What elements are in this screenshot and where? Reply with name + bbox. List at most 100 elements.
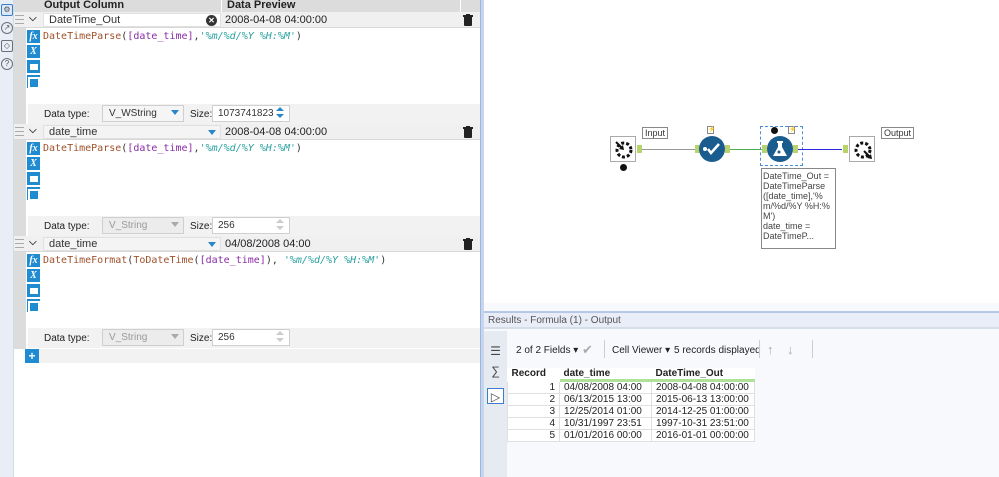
- checkmark-icon[interactable]: ✔: [582, 342, 593, 357]
- output-column-input[interactable]: DateTime_Out ✕: [43, 13, 221, 27]
- output-anchor[interactable]: [637, 145, 642, 153]
- size-input[interactable]: 1073741823: [212, 105, 290, 122]
- tag-view-icon[interactable]: ▷: [487, 388, 504, 404]
- date-time-cell[interactable]: 12/25/2014 01:00: [559, 405, 652, 418]
- output-anchor[interactable]: [725, 145, 730, 153]
- results-title-bar: Results - Formula (1) - Output: [484, 311, 999, 329]
- function-icon[interactable]: fx: [27, 30, 40, 43]
- sigma-icon[interactable]: ∑: [491, 364, 500, 378]
- expression-tools: fx X: [27, 254, 40, 314]
- chevron-down-icon[interactable]: ⌵: [29, 237, 37, 248]
- open-folder-icon[interactable]: [27, 60, 40, 73]
- row-gutter: [14, 12, 26, 349]
- spin-down-icon[interactable]: [276, 114, 284, 118]
- input-anchor[interactable]: [695, 145, 700, 153]
- trash-icon[interactable]: [463, 238, 473, 250]
- fields-dropdown[interactable]: 2 of 2 Fields ▾: [516, 345, 579, 356]
- date-time-cell[interactable]: 10/31/1997 23:51: [559, 417, 652, 430]
- date-time-cell[interactable]: 04/08/2008 04:00: [559, 380, 652, 394]
- clear-icon[interactable]: ✕: [206, 15, 217, 26]
- results-toolbar: 2 of 2 Fields ▾ ✔ Cell Viewer ▾ 5 record…: [507, 331, 999, 369]
- table-row[interactable]: 4 10/31/1997 23:51 1997-10-31 23:51:00: [507, 417, 755, 430]
- records-count: 5 records displayed: [674, 345, 761, 356]
- datetime-out-cell[interactable]: 2016-01-01 00:00:00: [651, 429, 755, 442]
- arrow-down-icon[interactable]: ↓: [787, 342, 794, 357]
- data-type-label: Data type:: [44, 109, 90, 120]
- spin-up-icon: [276, 331, 284, 335]
- open-folder-icon[interactable]: [27, 284, 40, 297]
- trash-icon[interactable]: [463, 126, 473, 138]
- datetime-out-cell[interactable]: 1997-10-31 23:51:00: [651, 417, 755, 430]
- input-anchor[interactable]: [762, 145, 767, 153]
- variable-icon[interactable]: X: [27, 157, 40, 170]
- column-header-record[interactable]: Record: [507, 368, 560, 382]
- table-view-icon[interactable]: ☰: [490, 344, 501, 358]
- connection-line[interactable]: [798, 149, 842, 150]
- record-cell: 4: [507, 417, 560, 430]
- tag-icon[interactable]: ◇: [1, 40, 13, 52]
- date-time-cell[interactable]: 06/13/2015 13:00: [559, 393, 652, 406]
- drag-handle-icon[interactable]: [15, 127, 24, 136]
- size-spinner[interactable]: [272, 107, 288, 120]
- chevron-down-icon[interactable]: ⌵: [29, 125, 37, 136]
- expression-editor[interactable]: DateTimeParse([date_time],'%m/%d/%Y %H:%…: [43, 31, 302, 42]
- cursor-icon[interactable]: ↗: [1, 22, 13, 34]
- help-icon[interactable]: ?: [1, 58, 13, 70]
- column-header-date-time[interactable]: date_time: [559, 368, 652, 382]
- data-type-value: V_WString: [109, 108, 157, 119]
- function-icon[interactable]: fx: [27, 142, 40, 155]
- drag-handle-icon[interactable]: [15, 15, 24, 24]
- variable-icon[interactable]: X: [27, 45, 40, 58]
- column-header-datetime-out[interactable]: DateTime_Out: [651, 368, 755, 382]
- table-row[interactable]: 2 06/13/2015 13:00 2015-06-13 13:00:00: [507, 393, 755, 406]
- panel-splitter[interactable]: [480, 0, 484, 477]
- workflow-canvas[interactable]: [484, 0, 999, 303]
- size-value: 256: [218, 220, 235, 231]
- drag-handle-icon[interactable]: [15, 239, 24, 248]
- size-input: 256: [212, 329, 290, 346]
- formula-block-1: ⌵ DateTime_Out ✕ 2008-04-08 04:00:00 fx …: [14, 12, 480, 124]
- expression-field: [date_time]: [199, 255, 266, 266]
- annotation-line: DateTimeParse: [763, 181, 826, 191]
- connection-line[interactable]: [730, 149, 764, 150]
- table-row[interactable]: 1 04/08/2008 04:00 2008-04-08 04:00:00: [507, 380, 755, 394]
- variable-icon[interactable]: X: [27, 269, 40, 282]
- function-icon[interactable]: fx: [27, 254, 40, 267]
- results-title: Results - Formula (1) - Output: [488, 315, 621, 326]
- gear-icon[interactable]: ⚙: [1, 4, 13, 16]
- save-icon[interactable]: [27, 187, 40, 200]
- expression-editor[interactable]: DateTimeParse([date_time],'%m/%d/%Y %H:%…: [43, 143, 302, 154]
- table-row[interactable]: 3 12/25/2014 01:00 2014-12-25 01:00:00: [507, 405, 755, 418]
- date-time-cell[interactable]: 01/01/2016 00:00: [559, 429, 652, 442]
- input-tool[interactable]: [610, 136, 636, 162]
- output-tool[interactable]: [849, 136, 875, 162]
- trash-icon[interactable]: [463, 14, 473, 26]
- output-anchor[interactable]: [793, 145, 798, 153]
- select-tool[interactable]: [699, 136, 725, 162]
- arrow-up-icon[interactable]: ↑: [767, 342, 774, 357]
- formula-row-header: ⌵ date_time 2008-04-08 04:00:00: [14, 124, 480, 140]
- chevron-down-icon[interactable]: ⌵: [29, 13, 37, 24]
- datetime-out-cell[interactable]: 2008-04-08 04:00:00: [651, 380, 755, 394]
- save-icon[interactable]: [27, 75, 40, 88]
- output-label: Output: [881, 127, 915, 139]
- data-type-row: Data type: V_String Size: 256: [28, 216, 480, 236]
- spin-up-icon[interactable]: [276, 107, 284, 111]
- connection-line[interactable]: [642, 149, 698, 150]
- table-row[interactable]: 5 01/01/2016 00:00 2016-01-01 00:00:00: [507, 429, 755, 442]
- output-column-select[interactable]: date_time: [43, 125, 221, 139]
- checkmark-icon: [703, 143, 720, 155]
- add-formula-button[interactable]: +: [25, 349, 39, 363]
- datetime-out-cell[interactable]: 2014-12-25 01:00:00: [651, 405, 755, 418]
- data-type-label: Data type:: [44, 333, 90, 344]
- expression-editor[interactable]: DateTimeFormat(ToDateTime([date_time]), …: [43, 255, 387, 266]
- output-column-select[interactable]: date_time: [43, 237, 221, 251]
- formula-tool[interactable]: [767, 136, 793, 162]
- open-folder-icon[interactable]: [27, 172, 40, 185]
- save-icon[interactable]: [27, 299, 40, 312]
- data-type-select[interactable]: V_WString: [102, 105, 184, 122]
- datetime-out-cell[interactable]: 2015-06-13 13:00:00: [651, 393, 755, 406]
- input-anchor[interactable]: [843, 145, 848, 153]
- cell-viewer-dropdown[interactable]: Cell Viewer ▾: [612, 345, 671, 356]
- data-type-select: V_String: [102, 217, 184, 234]
